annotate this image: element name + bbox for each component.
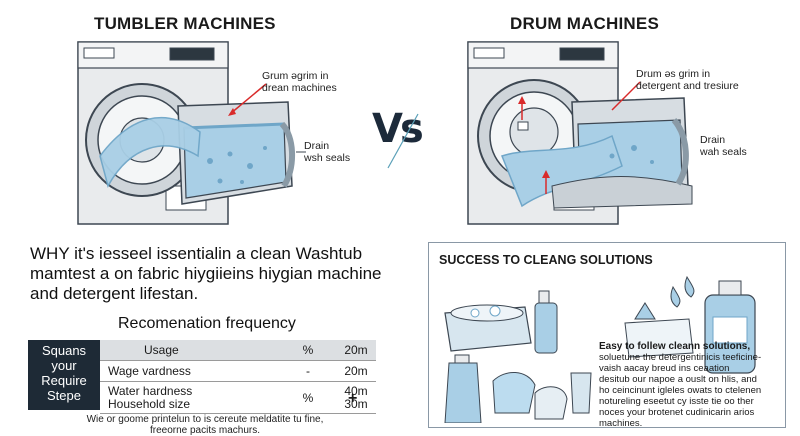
solutions-line: ho ceincinunt igleles owats to ctelenen — [599, 385, 762, 396]
column-header-time: 20m — [336, 340, 376, 361]
footnote-line: freeorne pacits machurs. — [149, 425, 261, 436]
vs-label: Vs — [372, 106, 424, 152]
table-row: Water hardness Household size % 40m 30m — [100, 381, 376, 414]
header-line: your — [51, 358, 77, 373]
drum-callout-top: Drum ǝs grim in detergent and tresiure — [636, 68, 739, 92]
tumbler-title: TUMBLER MACHINES — [94, 14, 276, 33]
table-cell: 20m — [336, 360, 376, 382]
callout-line: detergent and tresiure — [636, 80, 739, 92]
column-header-usage: Usage — [100, 340, 280, 361]
drum-machine-illustration — [467, 41, 693, 225]
solutions-line: soluetune the detergentinicis teeficine- — [599, 352, 762, 363]
tumbler-callout-bottom: Drain wsh seals — [304, 140, 350, 164]
table-cell: Water hardness Household size — [100, 381, 280, 414]
add-row-button[interactable]: + — [348, 390, 358, 407]
drum-title: DRUM MACHINES — [510, 14, 659, 33]
tumbler-machine-illustration — [77, 41, 306, 225]
table-cell: - — [280, 360, 336, 382]
solutions-line: noces your brotenet cudinicarin arios — [599, 407, 755, 418]
solutions-line: desitub our napoe a ouslt on hlis, and — [599, 374, 757, 385]
table-row: Wage vardness - 20m — [100, 360, 376, 382]
recommendation-title: Recomenation frequency — [118, 315, 296, 332]
recommendation-table: Usage % 20m Wage vardness - 20m Water ha… — [100, 340, 376, 414]
recommendation-footnote: Wie or goome printelun to is cereute mel… — [60, 414, 350, 436]
why-clean-paragraph: WHY it's iesseel issentialin a clean Was… — [30, 244, 410, 304]
recommendation-header-block: Squans your Require Stepe — [28, 340, 100, 410]
callout-line: Drain — [700, 134, 726, 146]
table-cell: % — [280, 381, 336, 414]
tumbler-callout-top: Grum ǝgrim in drean machines — [262, 70, 337, 94]
why-line: and detergent lifestan. — [30, 284, 199, 303]
header-line: Require — [41, 373, 87, 388]
header-line: Squans — [41, 343, 87, 358]
solutions-text: Easy to follew cleann solutions, soluetu… — [599, 341, 781, 429]
callout-line: wah seals — [700, 146, 747, 158]
vs-divider-line — [387, 113, 419, 169]
drum-callout-bottom: Drain wah seals — [700, 134, 747, 158]
panel-title: SUCCESS TO CLEANG SOLUTIONS — [439, 253, 653, 267]
callout-line: wsh seals — [304, 152, 351, 164]
table-header-row: Usage % 20m — [100, 340, 376, 361]
column-header-percent: % — [280, 340, 336, 361]
cleaning-supplies-illustration — [444, 275, 756, 423]
solutions-line: notureling eseetut cy isste tie oo ther — [599, 396, 754, 407]
solutions-heading: Easy to follew cleann solutions, — [599, 341, 751, 352]
solutions-line: vaish aacay breud ins ceaation — [599, 363, 730, 374]
why-line: WHY it's iesseel issentialin a clean Was… — [30, 244, 363, 263]
callout-line: Drain — [304, 140, 330, 152]
why-line: mamtest a on fabric hiygiieins hiygian m… — [30, 264, 382, 283]
header-line: Stepe — [47, 388, 81, 403]
table-cell: 40m 30m — [336, 381, 376, 414]
success-solutions-panel: SUCCESS TO CLEANG SOLUTIONS Easy to foll… — [428, 242, 786, 429]
callout-line: Drum ǝs grim in — [636, 68, 711, 80]
callout-line: drean machines — [262, 82, 337, 94]
solutions-line: machines. — [599, 418, 643, 429]
callout-line: Grum ǝgrim in — [262, 70, 329, 82]
table-cell: Wage vardness — [100, 360, 280, 382]
footnote-line: Wie or goome printelun to is cereute mel… — [86, 414, 324, 425]
